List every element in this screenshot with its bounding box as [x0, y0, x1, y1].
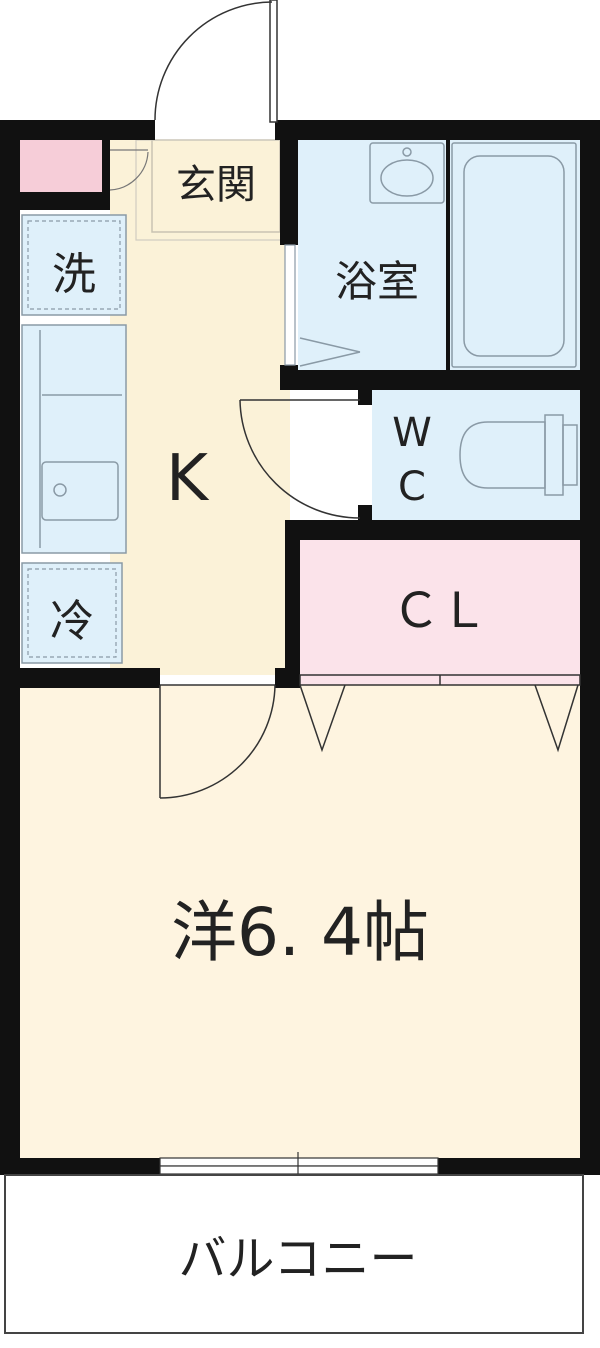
closet-floor [298, 538, 580, 675]
western-room-door[interactable] [159, 684, 276, 799]
meter-box-door [109, 149, 149, 191]
washer-space [21, 214, 127, 316]
balcony-window[interactable] [159, 1152, 439, 1180]
meter-box [20, 140, 102, 192]
bath-door [284, 244, 296, 366]
toilet-label-w: W [392, 410, 432, 456]
washbasin-icon [369, 142, 445, 204]
closet-doors[interactable] [299, 674, 581, 753]
toilet-label-c: C [398, 464, 426, 510]
kitchen-label: K [166, 442, 210, 516]
kitchen-sink-icon [39, 330, 122, 548]
fridge-outline [27, 568, 117, 658]
fridge-space [21, 562, 123, 664]
balcony-label: バルコニー [178, 1231, 417, 1287]
toilet-door[interactable] [239, 399, 361, 519]
closet-label: ＣＬ [392, 583, 488, 639]
kitchen-counter [21, 324, 127, 554]
toilet-icon [459, 414, 578, 496]
bath-threshold [299, 337, 361, 367]
front-door[interactable] [154, 0, 278, 123]
bathroom-label: 浴室 [335, 257, 419, 306]
washer-label: 洗 [52, 249, 96, 300]
bathroom-floor [298, 140, 580, 372]
washer-pan [27, 220, 121, 310]
entrance-label: 玄関 [176, 162, 256, 208]
western-room-floor [18, 685, 583, 1160]
bathtub-icon [451, 142, 577, 368]
balcony-area [4, 1174, 584, 1334]
walls [0, 120, 600, 1175]
entrance-floor [151, 139, 281, 233]
western-room-label: 洋6. 4帖 [171, 894, 429, 971]
fridge-label: 冷 [50, 596, 94, 647]
